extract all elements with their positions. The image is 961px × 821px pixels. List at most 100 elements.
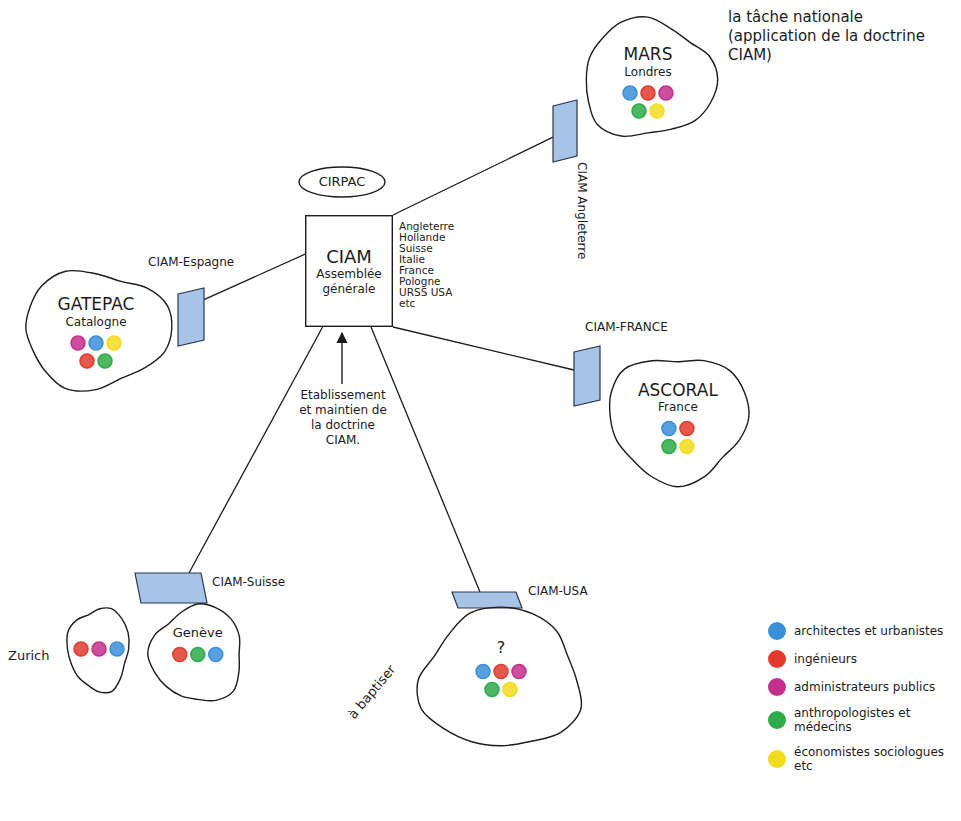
gate-bar: CIAM-Suisse — [135, 573, 207, 603]
group-blob: ?à baptiser — [410, 600, 592, 760]
text-group: ASCORALFrance — [638, 380, 718, 415]
member-dot — [632, 104, 646, 118]
link-line — [393, 327, 574, 370]
gate-bar: CIAM-FRANCE — [574, 346, 600, 406]
legend-text: administrateurs publics — [794, 680, 954, 694]
legend-row: anthropologistes et médecins — [768, 706, 954, 735]
text-group: MARSLondres — [624, 44, 673, 79]
group-outline — [417, 607, 582, 746]
legend-text: architectes et urbanistes — [794, 624, 954, 638]
node-name: Zurich — [8, 648, 50, 664]
member-dot — [662, 440, 676, 454]
group-outline — [610, 360, 749, 487]
node-name: ASCORAL — [638, 380, 718, 400]
gate-bar: CIAM Angleterre — [553, 100, 577, 162]
node-name: CIRPAC — [319, 174, 366, 190]
purpose-note: Etablissement et maintien de la doctrine… — [295, 388, 391, 448]
member-dot — [512, 665, 526, 679]
gate-band — [574, 346, 600, 406]
blob-outline — [12, 262, 180, 397]
member-dot — [74, 642, 88, 656]
node-name: CIAM-Espagne — [148, 255, 234, 269]
gate-bar: CIAM-Espagne — [178, 288, 204, 346]
node-subtitle: France — [658, 400, 698, 414]
node-subtitle: Londres — [624, 65, 671, 79]
legend-text: économistes sociologues etc — [794, 745, 954, 774]
member-dot — [191, 647, 205, 661]
blob-outline — [144, 598, 252, 710]
text-group: ? — [497, 638, 506, 657]
blob-outline — [572, 12, 724, 147]
link-line — [371, 327, 480, 592]
blob-outline — [598, 345, 758, 490]
member-dot — [92, 642, 106, 656]
group-outline — [148, 604, 240, 701]
member-dot — [485, 683, 499, 697]
bar-outline — [553, 100, 577, 162]
council-oval: CIRPAC — [298, 166, 386, 198]
member-dot — [641, 86, 655, 100]
member-dot — [173, 647, 187, 661]
member-dot — [650, 104, 664, 118]
node-name: CIAM-Suisse — [212, 575, 285, 589]
member-dot — [494, 665, 508, 679]
group-blob: MARSLondres — [572, 12, 724, 147]
node-name: CIAM-USA — [528, 584, 588, 598]
text-group: Genève — [173, 625, 223, 641]
blob-outline — [410, 600, 592, 760]
bar-outline — [135, 573, 207, 603]
member-dot — [503, 683, 517, 697]
node-name: Genève — [173, 625, 223, 641]
note-text: la tâche nationale (application de la do… — [728, 8, 933, 64]
member-dot — [209, 647, 223, 661]
group-outline — [586, 17, 717, 137]
gate-band — [178, 288, 204, 346]
group-blob: ASCORALFrance — [598, 345, 758, 490]
node-subtitle: Assemblée générale — [310, 267, 388, 296]
group-blob: GATEPACCatalogne — [12, 262, 180, 397]
blob-outline — [62, 600, 136, 698]
node-name: MARS — [624, 44, 673, 64]
member-dot — [680, 422, 694, 436]
group-blob: Zurich — [62, 600, 136, 698]
legend-row: ingénieurs — [768, 650, 954, 668]
gate-band — [135, 573, 207, 603]
group-outline — [26, 270, 172, 391]
member-dot — [476, 665, 490, 679]
gate-band — [553, 100, 577, 162]
member-dot — [98, 354, 112, 368]
legend-swatch — [768, 650, 786, 668]
bar-outline — [178, 288, 204, 346]
legend-swatch — [768, 678, 786, 696]
group-outline — [67, 608, 129, 693]
legend: architectes et urbanistes ingénieurs admin… — [768, 622, 954, 784]
legend-swatch — [768, 711, 786, 729]
council-outline — [299, 167, 385, 197]
member-dot — [680, 440, 694, 454]
node-name: ? — [497, 638, 506, 657]
node-subtitle: Catalogne — [65, 315, 126, 329]
bar-outline — [452, 592, 522, 608]
legend-text: ingénieurs — [794, 652, 954, 666]
member-dot — [107, 336, 121, 350]
legend-swatch — [768, 622, 786, 640]
node-subtitle: à baptiser — [345, 662, 399, 722]
node-name: GATEPAC — [58, 294, 135, 314]
legend-text: anthropologistes et médecins — [794, 706, 954, 735]
member-dot — [80, 354, 94, 368]
member-dot — [71, 336, 85, 350]
link-line — [189, 327, 323, 573]
link-line — [393, 137, 553, 215]
legend-row: administrateurs publics — [768, 678, 954, 696]
gate-bar: CIAM-USA — [452, 592, 522, 608]
member-dot — [659, 86, 673, 100]
member-dot — [623, 86, 637, 100]
member-dot — [89, 336, 103, 350]
text-group: GATEPACCatalogne — [58, 294, 135, 329]
group-blob: Genève — [144, 598, 252, 710]
bar-outline — [574, 346, 600, 406]
node-name: CIAM Angleterre — [575, 162, 589, 259]
